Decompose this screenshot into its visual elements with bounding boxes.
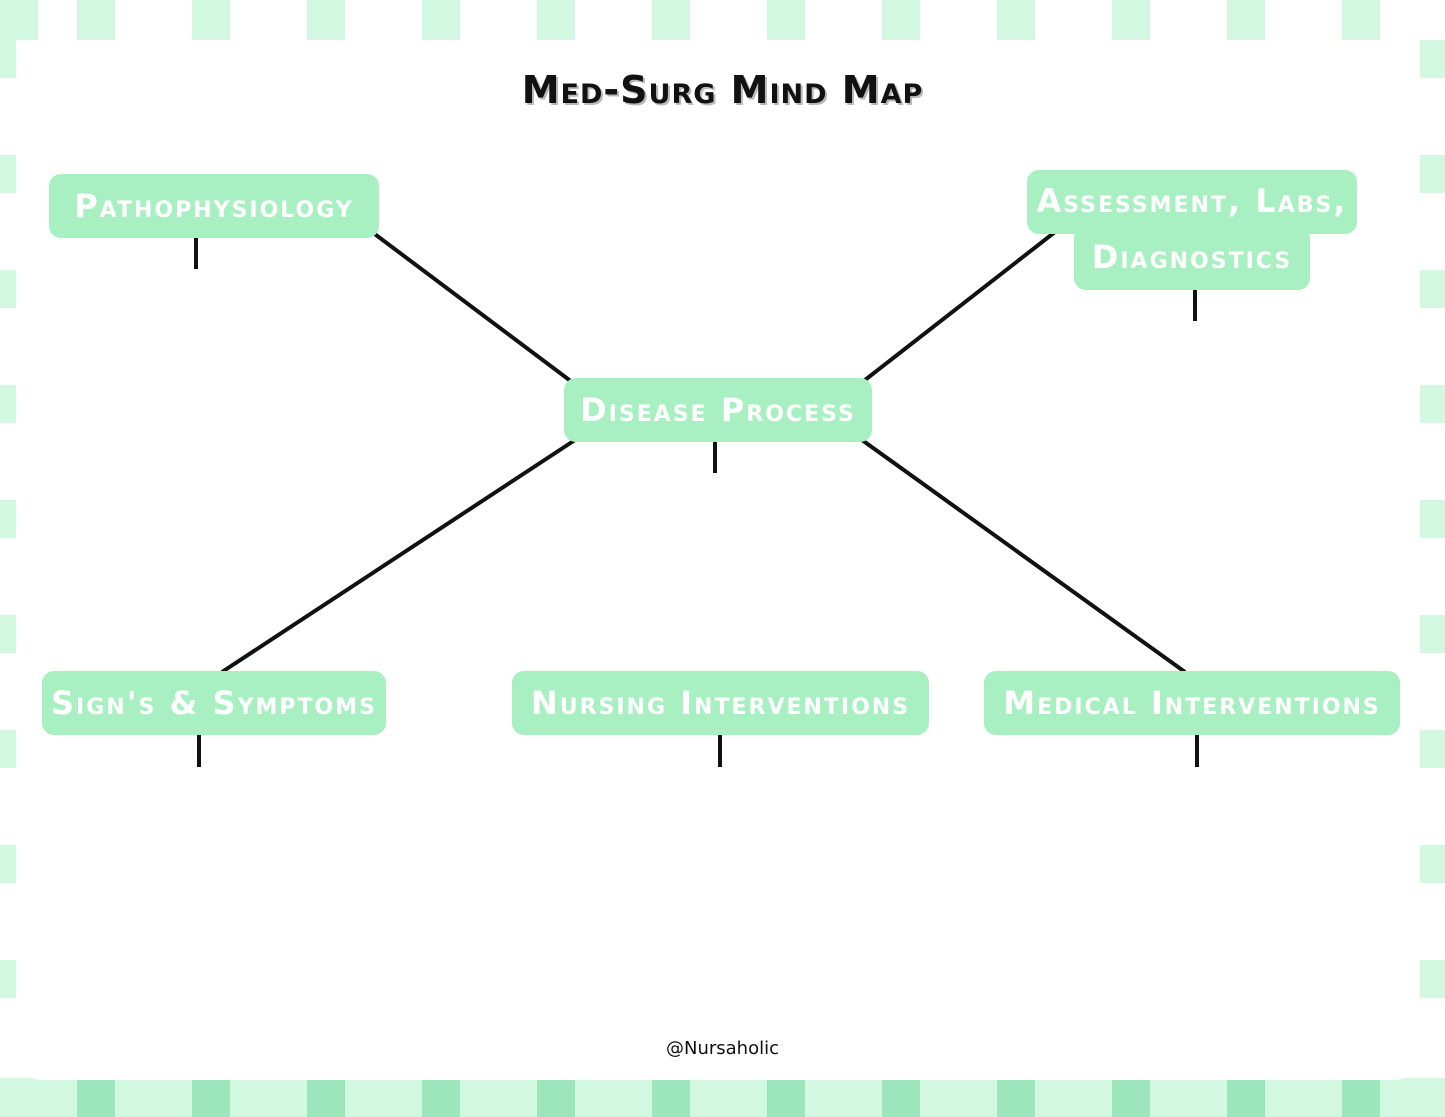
link-center-to-medical-interventions bbox=[860, 438, 1187, 674]
node-nursing-interventions: Nursing Interventions bbox=[512, 671, 929, 735]
node-label: Nursing Interventions bbox=[530, 684, 911, 722]
node-assessment-top bbox=[1027, 170, 1357, 234]
node-medical-interventions: Medical Interventions bbox=[984, 671, 1400, 735]
node-pathophysiology: Pathophysiology bbox=[49, 174, 379, 238]
author-credit: @Nursaholic bbox=[665, 1038, 779, 1059]
node-assessment-label-line2: Diagnostics bbox=[1091, 238, 1293, 276]
page-title: Med-Surg Mind Map bbox=[521, 68, 924, 112]
link-center-to-signs-symptoms bbox=[220, 438, 577, 674]
node-assessment-bottom bbox=[1074, 226, 1310, 290]
node-label: Pathophysiology bbox=[74, 187, 354, 225]
node-label: Medical Interventions bbox=[1003, 684, 1381, 722]
node-label: Disease Process bbox=[580, 391, 856, 429]
node-disease-process: Disease Process bbox=[564, 378, 872, 442]
node-assessment-label-line1: Assessment, Labs, bbox=[1036, 182, 1348, 220]
node-label: Sign's & Symptoms bbox=[51, 684, 377, 722]
link-center-to-pathophysiology bbox=[370, 230, 574, 384]
node-signs-symptoms: Sign's & Symptoms bbox=[42, 671, 386, 735]
link-center-to-assessment bbox=[863, 230, 1057, 382]
